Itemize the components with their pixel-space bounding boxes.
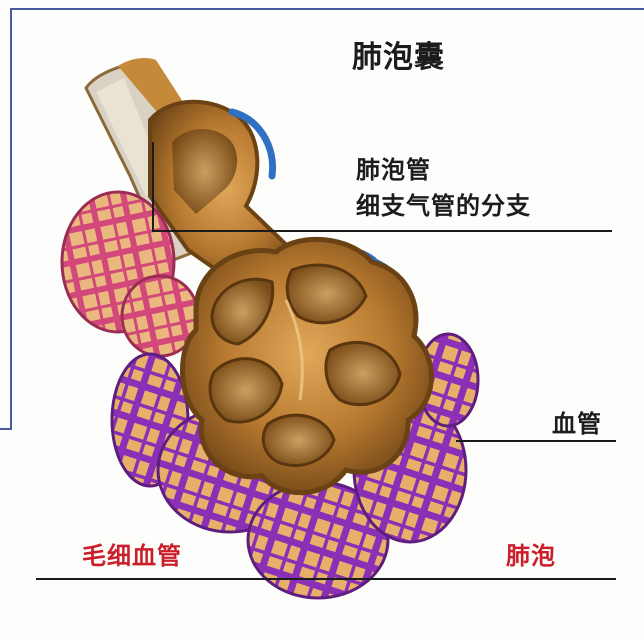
label-alveolar-duct: 肺泡管 bbox=[356, 150, 431, 185]
label-blood-vessel: 血管 bbox=[552, 404, 602, 439]
leader-line-duct-vertical bbox=[152, 142, 154, 232]
leader-line-blood-vessel bbox=[456, 440, 616, 442]
label-bronchiole-branch: 细支气管的分支 bbox=[356, 186, 531, 221]
leader-line-alveolar-duct bbox=[152, 230, 612, 232]
leader-line-bottom bbox=[36, 578, 616, 580]
label-alveolar-sac: 肺泡囊 bbox=[352, 32, 445, 76]
label-capillary: 毛细血管 bbox=[82, 536, 182, 571]
label-alveolus: 肺泡 bbox=[506, 536, 556, 571]
alveolar-sac-cluster bbox=[182, 239, 431, 492]
